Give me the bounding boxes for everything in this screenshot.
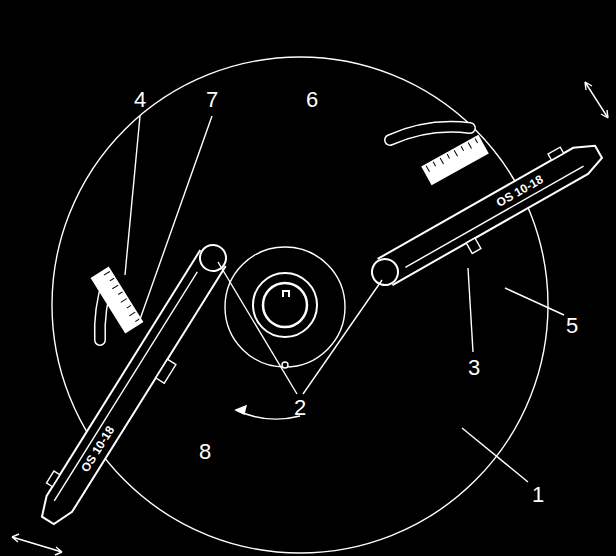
- callout-number: 7: [206, 89, 218, 111]
- slot-inner: [390, 127, 470, 140]
- hub: [253, 273, 317, 337]
- arrow-head: [236, 406, 246, 414]
- scale: [422, 136, 488, 185]
- leader-line: [505, 288, 564, 315]
- guide-arm: [363, 132, 612, 302]
- leader-line: [468, 268, 473, 352]
- guide-arm: [30, 235, 241, 534]
- leader-line: [462, 428, 528, 482]
- adjust-arrow: [12, 534, 62, 555]
- leader-line: [303, 280, 382, 394]
- callout-number: 2: [294, 397, 306, 419]
- callout-number: 8: [199, 441, 211, 463]
- rotation-arrow: [236, 410, 300, 419]
- key-notch: [283, 291, 289, 297]
- callout-number: 6: [306, 89, 318, 111]
- callout-number: 1: [532, 484, 544, 506]
- leader-line: [218, 262, 297, 394]
- callout-number: 4: [134, 89, 146, 111]
- slot: [390, 127, 470, 140]
- callout-number: 5: [566, 315, 578, 337]
- adjust-arrow: [585, 82, 608, 118]
- leader-line: [138, 116, 212, 325]
- scale: [92, 268, 143, 333]
- callout-number: 3: [468, 357, 480, 379]
- marker-dot: [282, 362, 288, 368]
- inner-ring: [225, 247, 345, 367]
- hub-bore: [263, 283, 307, 327]
- leader-line: [125, 116, 140, 275]
- disc: [52, 57, 548, 553]
